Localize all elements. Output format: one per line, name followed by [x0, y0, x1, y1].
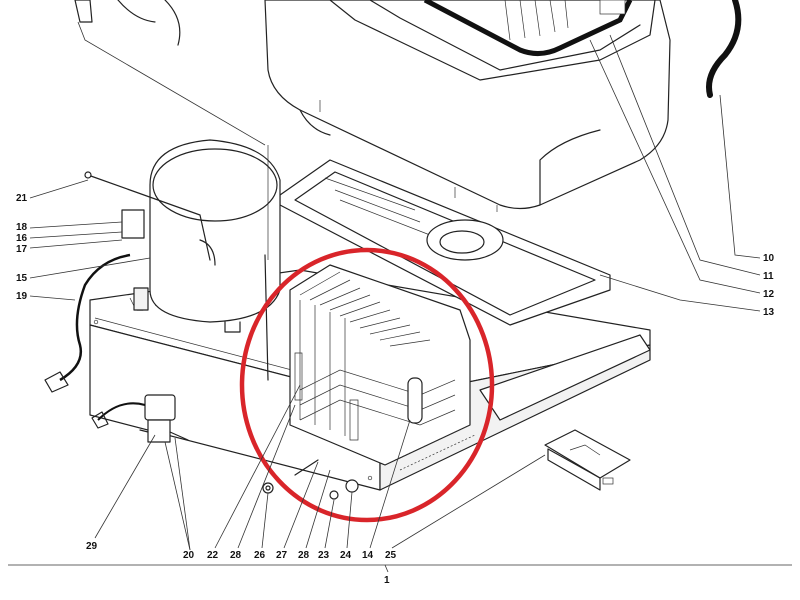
- condenser-coil: [289, 264, 476, 471]
- side-panel: [479, 334, 651, 421]
- callout-21: 21: [16, 193, 28, 204]
- callout-26: 26: [254, 550, 266, 561]
- power-cable: [59, 253, 131, 382]
- callout-10: 10: [763, 253, 775, 264]
- callout-25: 25: [385, 550, 397, 561]
- callout-1: 1: [384, 575, 390, 586]
- water-valve: [91, 394, 189, 443]
- ice-bin: [264, 0, 671, 212]
- callout-13: 13: [763, 307, 775, 318]
- compressor: [84, 139, 281, 381]
- leader-lines: [8, 21, 792, 573]
- callout-20: 20: [183, 550, 195, 561]
- callout-22: 22: [207, 550, 219, 561]
- highlight-circle: [239, 247, 495, 523]
- callout-19: 19: [16, 291, 28, 302]
- evaporator-gasket: [423, 0, 633, 56]
- filter-tray: [544, 429, 631, 491]
- callout-16: 16: [16, 233, 28, 244]
- callout-27: 27: [276, 550, 288, 561]
- callout-14: 14: [362, 550, 374, 561]
- callout-labels: 21 18 16 17 15 19 10 11 12 13 29 20 22 2…: [16, 193, 775, 586]
- callout-18: 18: [16, 222, 28, 233]
- callout-17: 17: [16, 244, 28, 255]
- callout-28-second: 28: [298, 550, 310, 561]
- callout-28-first: 28: [230, 550, 242, 561]
- drain-hose: [706, 0, 742, 98]
- top-bracket: [74, 0, 181, 46]
- callout-11: 11: [763, 271, 774, 282]
- callout-24: 24: [340, 550, 352, 561]
- callout-23: 23: [318, 550, 330, 561]
- callout-29: 29: [86, 541, 98, 552]
- callout-15: 15: [16, 273, 28, 284]
- callout-12: 12: [763, 289, 775, 300]
